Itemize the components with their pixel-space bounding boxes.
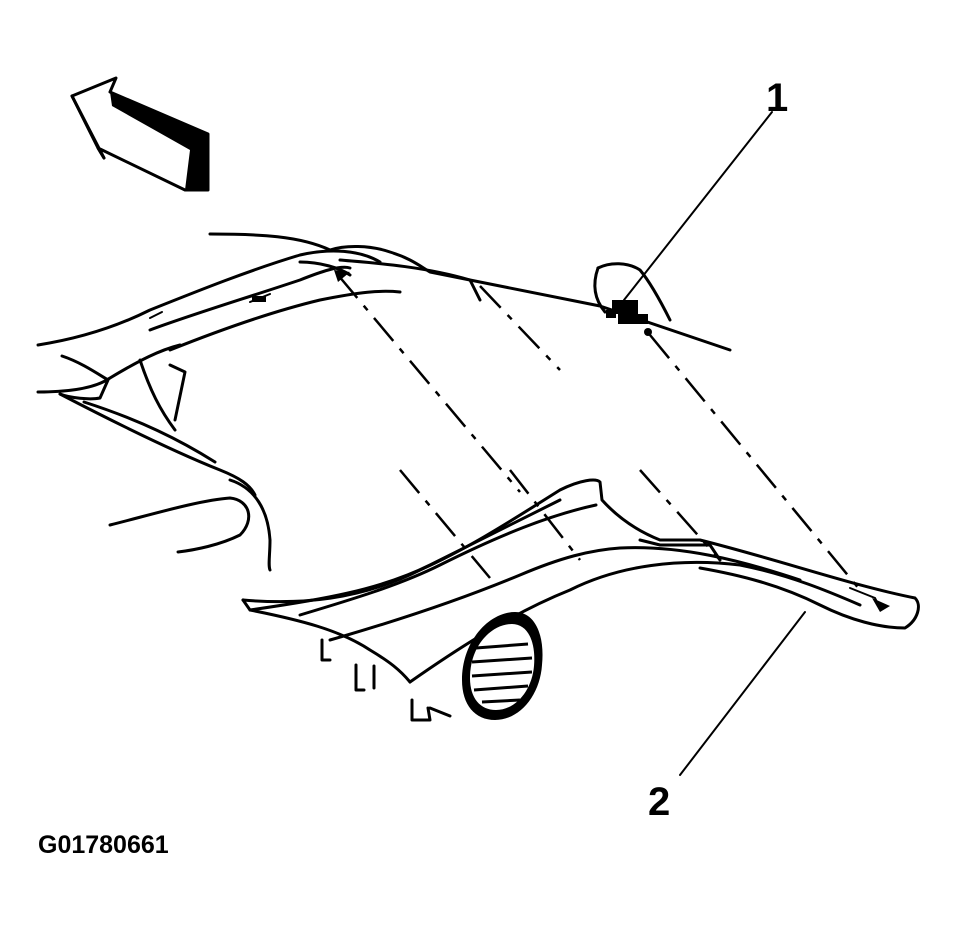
leader-line-2 [679, 611, 806, 776]
air-vent [462, 612, 543, 720]
callout-2-label: 2 [648, 780, 671, 824]
leader-line-1 [623, 111, 773, 301]
callout-1-label: 1 [766, 76, 789, 120]
garnish-molding [241, 478, 920, 722]
front-direction-arrow-icon [70, 76, 210, 192]
headliner-panel [148, 245, 732, 352]
figure-id-label: G01780661 [38, 831, 169, 859]
alignment-lines [337, 274, 861, 591]
clip-component [593, 262, 672, 336]
headliner-arrow-tip [334, 270, 350, 282]
interior-contour [108, 478, 272, 572]
windshield-pillar-area [36, 232, 382, 497]
